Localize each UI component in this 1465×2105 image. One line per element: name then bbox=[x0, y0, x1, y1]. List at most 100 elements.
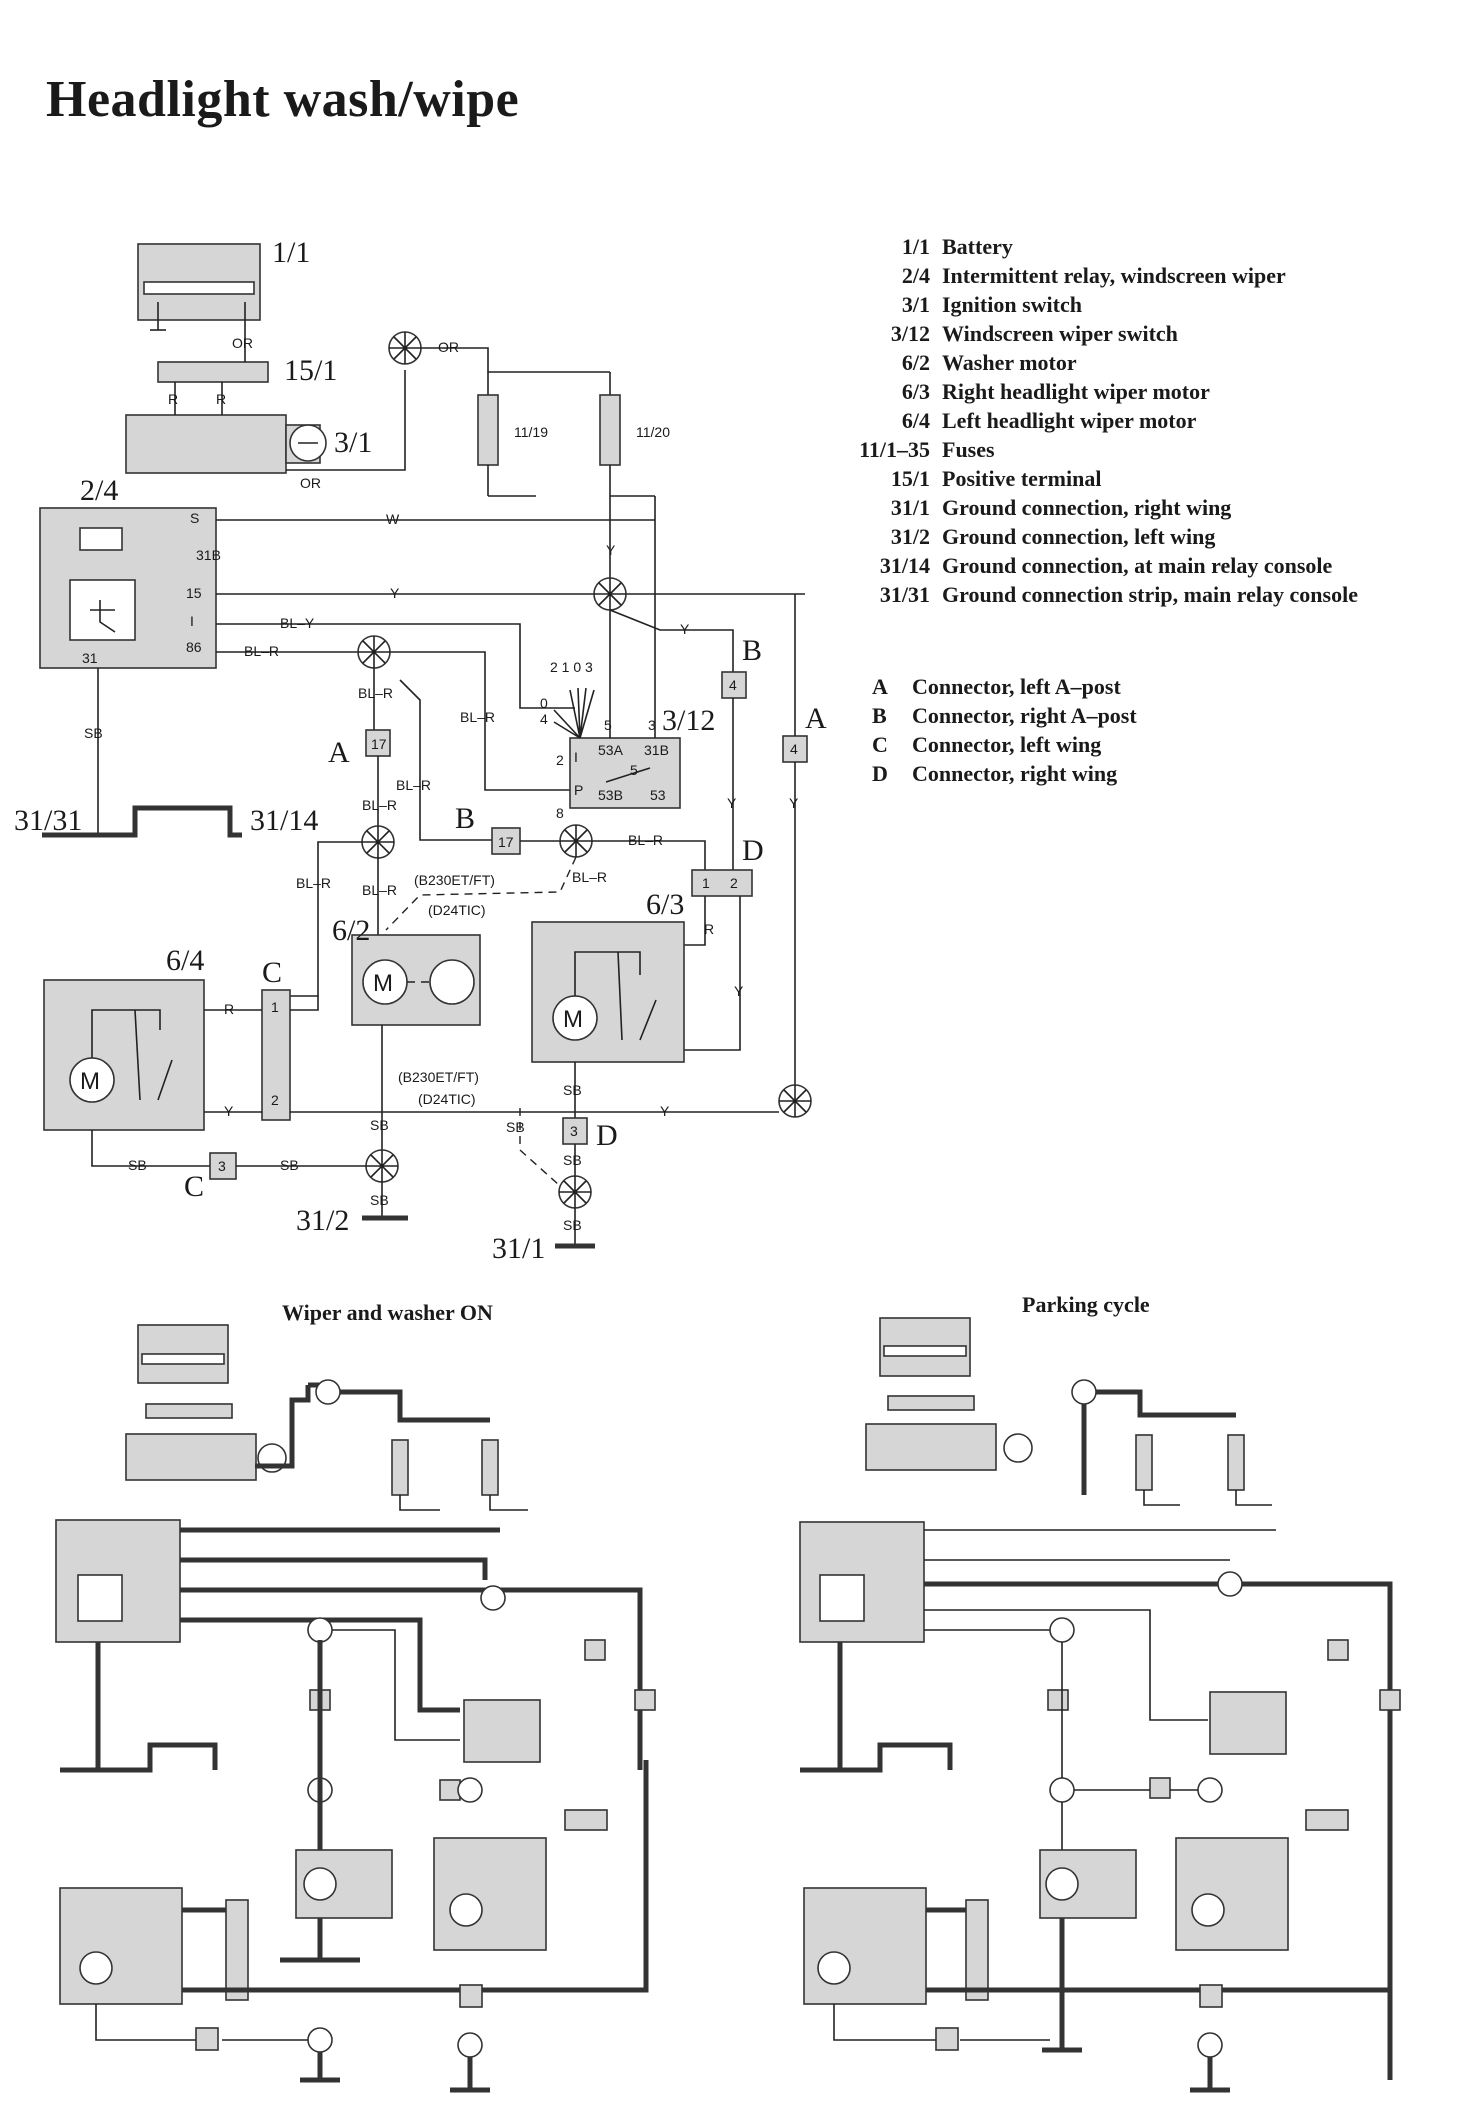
battery-cells bbox=[143, 281, 255, 295]
mini-terminal bbox=[145, 1403, 233, 1419]
legend-text: Battery bbox=[942, 234, 1013, 259]
mini-left-motor bbox=[803, 1887, 927, 2005]
ground-31-2-label: 31/2 bbox=[296, 1204, 349, 1237]
mini-wiper-switch bbox=[1209, 1691, 1287, 1755]
mini-relay-wires bbox=[924, 1529, 1276, 1721]
wire-bl-r-to-switch bbox=[390, 651, 570, 791]
relay-terminal-i: I bbox=[190, 613, 194, 629]
wire-or-label: OR bbox=[438, 339, 459, 355]
wire-r-label: R bbox=[168, 391, 178, 407]
subtitle-wiper-on: Wiper and washer ON bbox=[282, 1300, 493, 1325]
legend-text: Windscreen wiper switch bbox=[942, 321, 1178, 346]
wire-y-label: Y bbox=[390, 585, 400, 601]
legend-code: 3/12 bbox=[890, 321, 930, 346]
motor-symbol: M bbox=[80, 1068, 100, 1095]
fuse-11-20-label: 11/20 bbox=[636, 424, 670, 440]
switch-terminal-53: 53 bbox=[650, 787, 666, 803]
mini-motor-wires bbox=[182, 1760, 649, 1993]
wire-r-label: R bbox=[224, 1001, 234, 1017]
mini-motor-icon bbox=[1045, 1867, 1079, 1901]
connector-b bbox=[491, 827, 521, 855]
switch-wire-num: 5 bbox=[604, 717, 612, 733]
wire-bl-y bbox=[216, 623, 575, 709]
positive-terminal bbox=[157, 361, 269, 383]
splice-cross bbox=[358, 636, 390, 668]
mini-wire bbox=[332, 1629, 460, 1741]
mini-splice bbox=[1217, 1571, 1243, 1597]
mini-splice bbox=[480, 1585, 506, 1611]
motor-switch bbox=[574, 951, 657, 1041]
wire-bl-r-label: BL–R bbox=[244, 643, 279, 659]
legend-text: Intermittent relay, windscreen wiper bbox=[942, 263, 1286, 288]
transistor-icon bbox=[90, 600, 116, 633]
mini-splice bbox=[1197, 2032, 1223, 2058]
motor-switch bbox=[91, 1009, 173, 1101]
connector-text: Connector, left A–post bbox=[912, 674, 1121, 699]
connector-a-label: A bbox=[328, 736, 350, 769]
connector-d-label: D bbox=[596, 1119, 618, 1152]
legend-code: 1/1 bbox=[901, 234, 930, 259]
mini-connector bbox=[564, 1809, 608, 1831]
wire-y-label: Y bbox=[606, 542, 616, 558]
connector-text: Connector, right wing bbox=[912, 761, 1118, 786]
connector-c-3 bbox=[209, 1152, 237, 1180]
relay-label: 2/4 bbox=[80, 474, 118, 507]
switch-terminal-i: I bbox=[574, 749, 578, 765]
ground-31-31-label: 31/31 bbox=[14, 804, 82, 837]
connector-code: B bbox=[872, 703, 887, 728]
battery-label: 1/1 bbox=[272, 236, 310, 269]
mini-left-motor bbox=[59, 1887, 183, 2005]
wire-bl-r-label: BL–R bbox=[628, 832, 663, 848]
wire-y-label: Y bbox=[727, 795, 737, 811]
legend-text: Ground connection, at main relay console bbox=[942, 553, 1333, 578]
mini-relay-wire-heavy bbox=[924, 1581, 1393, 2080]
wire-sb-left bbox=[91, 1130, 210, 1167]
mini-key-icon bbox=[1003, 1433, 1033, 1463]
legend-text: Ground connection, left wing bbox=[942, 524, 1216, 549]
switch-terminal-5: 5 bbox=[630, 762, 638, 778]
legend-text: Fuses bbox=[942, 437, 995, 462]
mini-splice bbox=[457, 1777, 483, 1803]
connector-text: Connector, left wing bbox=[912, 732, 1102, 757]
wire-bl-r-label: BL–R bbox=[362, 797, 397, 813]
mini-ground bbox=[450, 2057, 490, 2093]
wire-y-label: Y bbox=[660, 1103, 670, 1119]
mini-fuse-out bbox=[399, 1495, 528, 1511]
ignition-switch-body bbox=[125, 414, 287, 474]
wire-y-label: Y bbox=[224, 1103, 234, 1119]
wiper-switch-label: 3/12 bbox=[662, 704, 715, 737]
wire-sb-label: SB bbox=[563, 1082, 582, 1098]
legend-code: 31/2 bbox=[890, 524, 930, 549]
mini-fuse bbox=[391, 1439, 409, 1496]
wire-bl-r-d bbox=[592, 840, 706, 870]
switch-terminal-p: P bbox=[574, 782, 583, 798]
connector-pin: 17 bbox=[371, 736, 387, 752]
connector-code: D bbox=[872, 761, 888, 786]
connector-code: A bbox=[872, 674, 888, 699]
switch-positions: 2 1 0 3 bbox=[550, 659, 593, 675]
mini-battery-cells bbox=[883, 1345, 967, 1357]
mini-fuse-out bbox=[1143, 1490, 1272, 1506]
mini-motor-wires bbox=[926, 1907, 1390, 1993]
mini-ground-strip bbox=[800, 1642, 953, 1773]
wire-or-fuses bbox=[421, 347, 610, 373]
wire-bl-r-label: BL–R bbox=[460, 709, 495, 725]
switch-terminal-53a: 53A bbox=[598, 742, 624, 758]
connector-code: C bbox=[872, 732, 888, 757]
relay-terminal-s: S bbox=[190, 510, 199, 526]
mini-fuse bbox=[1227, 1434, 1245, 1491]
mini-ground-wire bbox=[833, 2004, 1050, 2041]
pump-icon bbox=[429, 959, 475, 1005]
legend-code: 31/1 bbox=[890, 495, 930, 520]
motor-symbol: M bbox=[373, 970, 393, 997]
variant-label: (D24TIC) bbox=[428, 902, 486, 918]
mini-diagram-parking bbox=[799, 1317, 1401, 2093]
mini-ground bbox=[300, 2052, 340, 2083]
mini-connector bbox=[1199, 1984, 1223, 2008]
mini-diagram-wiper-on bbox=[55, 1324, 656, 2093]
relay-terminal-86: 86 bbox=[186, 639, 202, 655]
